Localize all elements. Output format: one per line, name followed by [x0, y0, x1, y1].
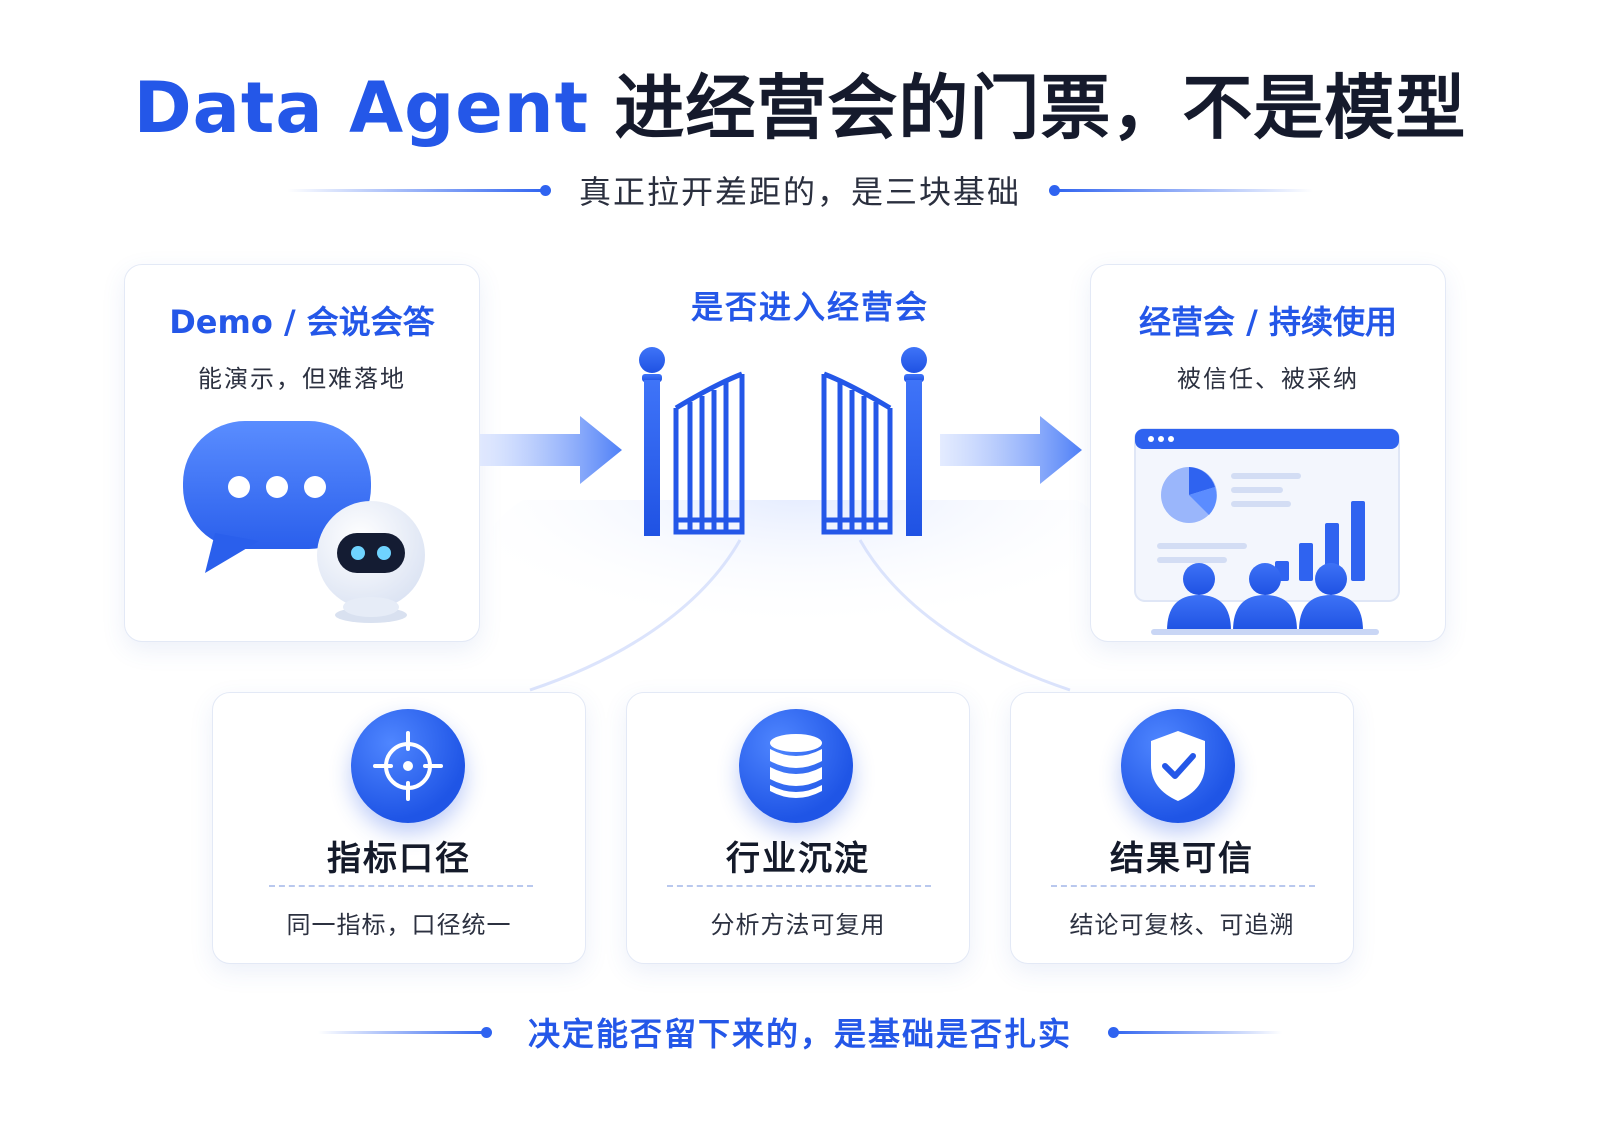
divider	[1051, 885, 1315, 887]
title-rest: 进经营会的门票，不是模型	[614, 67, 1467, 149]
dashboard-audience-illustration	[1134, 428, 1400, 635]
footer-rule-right	[1108, 1026, 1282, 1038]
foundation-card-2: 行业沉淀 分析方法可复用	[626, 692, 970, 964]
title-brand: Data Agent	[133, 67, 590, 149]
arrow-right-icon-2	[940, 416, 1082, 484]
demo-card-title: Demo / 会说会答	[169, 303, 435, 341]
foundation-card-3: 结果可信 结论可复核、可追溯	[1010, 692, 1354, 964]
chat-bubble-icon	[183, 421, 371, 573]
footer-row: 决定能否留下来的，是基础是否扎实	[0, 1010, 1600, 1054]
footer-text: 决定能否留下来的，是基础是否扎实	[527, 1015, 1072, 1053]
divider	[667, 885, 931, 887]
foundation-card-1: 指标口径 同一指标，口径统一	[212, 692, 586, 964]
foundation-subtitle-2: 分析方法可复用	[710, 911, 886, 939]
chat-robot-illustration	[183, 421, 425, 623]
subtitle-row: 真正拉开差距的，是三块基础	[0, 168, 1600, 212]
gate-title: 是否进入经营会	[690, 288, 929, 326]
divider	[269, 885, 533, 887]
subtitle-rule-right	[1049, 184, 1313, 196]
subtitle-rule-left	[286, 184, 551, 196]
foundation-subtitle-1: 同一指标，口径统一	[286, 911, 512, 939]
foundation-title-3: 结果可信	[1110, 839, 1254, 879]
footer-rule-left	[317, 1026, 492, 1038]
meeting-card: 经营会 / 持续使用 被信任、被采纳	[1090, 264, 1446, 642]
meeting-card-subtitle: 被信任、被采纳	[1177, 365, 1359, 393]
meeting-card-title: 经营会 / 持续使用	[1139, 303, 1397, 341]
dashboard-screen-icon	[1134, 428, 1400, 602]
target-icon	[351, 709, 465, 823]
audience-icon	[1167, 563, 1363, 631]
foundation-title-2: 行业沉淀	[726, 839, 870, 879]
page-title: Data Agent 进经营会的门票，不是模型	[0, 52, 1600, 153]
arrow-right-icon	[480, 416, 622, 484]
foundation-title-1: 指标口径	[327, 839, 471, 879]
gate-path-glow	[480, 500, 1120, 692]
foundation-subtitle-3: 结论可复核、可追溯	[1069, 911, 1295, 939]
robot-icon	[317, 501, 425, 623]
database-icon	[739, 709, 853, 823]
shield-check-icon	[1121, 709, 1235, 823]
page-subtitle: 真正拉开差距的，是三块基础	[578, 173, 1021, 211]
demo-card: Demo / 会说会答 能演示，但难落地	[124, 264, 480, 642]
demo-card-subtitle: 能演示，但难落地	[198, 365, 406, 393]
gate-icon	[639, 347, 927, 536]
